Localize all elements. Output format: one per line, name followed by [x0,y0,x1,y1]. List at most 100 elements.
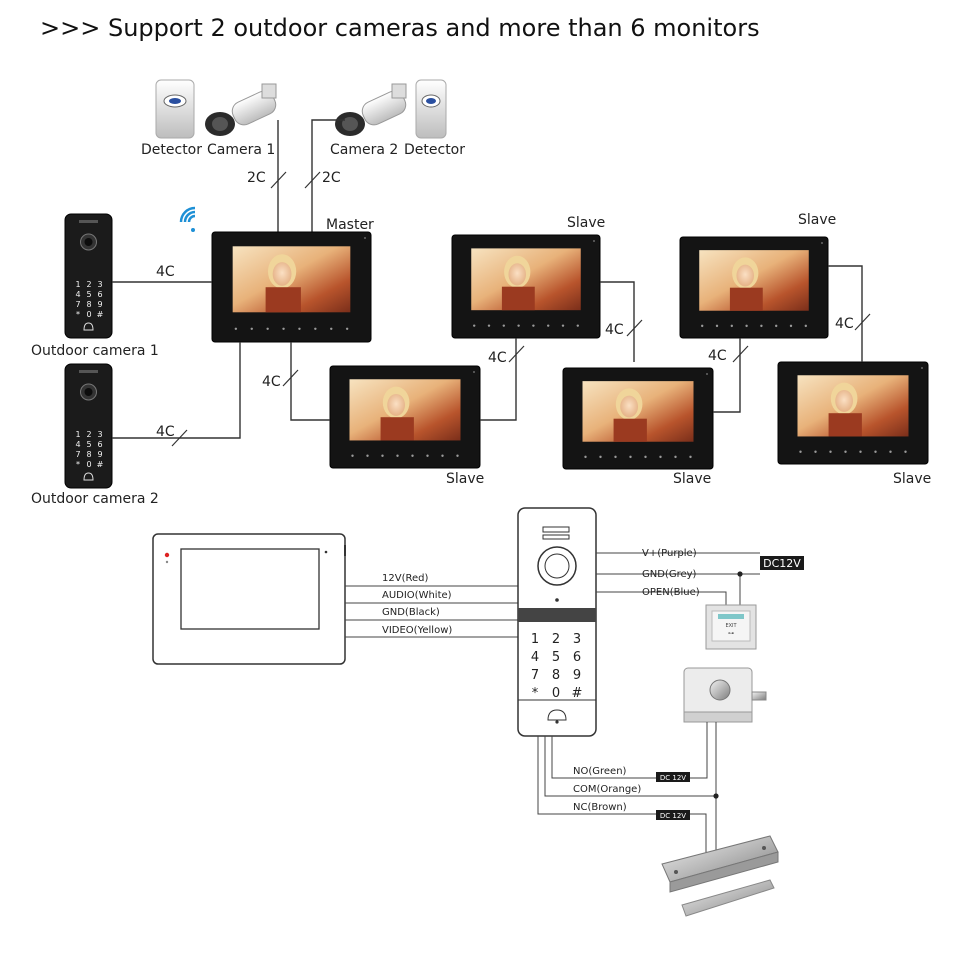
exit-button-icon: EXIT ⊶ [705,604,757,650]
keypad-key: 6 [573,650,581,665]
keypad-key: 1 [531,632,539,647]
cable-label-4c-5: 4C [835,316,854,332]
svg-text:⊶: ⊶ [728,630,734,637]
wire-orange [544,736,716,797]
keypad-key: 5 [552,650,560,665]
keypad-key: 2 [552,632,560,647]
wire-orange-label: COM(Orange) [573,784,641,795]
cable-label-4c-1: 4C [262,374,281,390]
camera2-icon [335,83,407,136]
cable-outdoor2-master [112,342,241,439]
wire-yellow-label: VIDEO(Yellow) [382,625,452,636]
monitor-slave2 [679,236,829,339]
dc12v-small-badge-1: DC 12V [656,772,690,782]
keypad-key: 6 [97,290,102,299]
wifi-icon [179,206,196,232]
cable-label-2c-a: 2C [247,170,266,186]
cable-label-4c-6: 4C [156,264,175,280]
keypad-key: 7 [75,450,80,459]
wire-purple-label: V+(Purple) [642,548,697,559]
svg-text:DC 12V: DC 12V [660,812,686,820]
cable-label-4c-2: 4C [488,350,507,366]
monitor-slave5-label: Slave [893,471,931,487]
keypad-key: 8 [86,450,91,459]
wire-blue-label: OPEN(Blue) [642,587,700,598]
monitor-slave5 [777,361,929,465]
keypad-key: 4 [75,290,80,299]
cable-slave1-slave4 [600,281,635,362]
keypad-key: 9 [573,668,581,683]
keypad-key: # [97,460,104,469]
keypad-key: * [532,686,539,701]
keypad-key: 3 [97,430,102,439]
cable-label-4c-7: 4C [156,424,175,440]
cable-slave3-slave1 [480,338,517,421]
keypad-key: 2 [86,280,91,289]
monitor-master [211,231,372,343]
bolt-lock-icon [683,667,767,723]
keypad-key: 4 [531,650,539,665]
keypad-key: 8 [86,300,91,309]
keypad-key: 9 [97,300,102,309]
monitor-slave4 [562,367,714,470]
monitor-slave4-label: Slave [673,471,711,487]
detector-right-icon [415,79,447,139]
keypad-key: 9 [97,450,102,459]
wire-grey-label: GND(Grey) [642,569,697,580]
keypad-key: 1 [75,430,80,439]
monitor-slave3 [329,365,481,469]
monitor-slave2-label: Slave [798,212,836,228]
wire-brown [537,736,707,860]
detector-left-icon [155,79,195,139]
camera1-icon [205,83,277,136]
svg-text:DC12V: DC12V [763,557,801,570]
outdoor-camera1-label: Outdoor camera 1 [31,343,159,359]
keypad-key: 8 [552,668,560,683]
cable-camera2 [311,119,345,232]
cable-label-4c-3: 4C [605,322,624,338]
keypad-key: * [76,460,80,469]
monitor-master-label: Master [326,217,374,233]
cable-master-slave3 [290,342,330,421]
wire-blue [596,591,727,606]
keypad-key: # [572,686,583,701]
wire-white-label: AUDIO(White) [382,590,452,601]
keypad-key: 3 [573,632,581,647]
svg-text:EXIT: EXIT [725,623,737,629]
keypad-key: 6 [97,440,102,449]
cable-mark-2c-a [270,171,287,189]
keypad-key: 0 [86,460,91,469]
camera2-label: Camera 2 [330,142,398,158]
keypad-key: * [76,310,80,319]
wire-black-label: GND(Black) [382,607,440,618]
monitor-slave1-label: Slave [567,215,605,231]
cable-slave4-slave2 [713,338,741,413]
cable-label-2c-b: 2C [322,170,341,186]
dc12v-small-badge-2: DC 12V [656,810,690,820]
keypad-key: 7 [531,668,539,683]
keypad-key: 4 [75,440,80,449]
indoor-monitor-white [152,533,346,665]
wire-green-label: NO(Green) [573,766,627,777]
keypad-key: 3 [97,280,102,289]
svg-text:DC 12V: DC 12V [660,774,686,782]
wire-brown-label: NC(Brown) [573,802,627,813]
wire-green [551,722,708,779]
detector-left-label: Detector [141,142,202,158]
wire-red-label: 12V(Red) [382,573,428,584]
keypad-key: 2 [86,430,91,439]
dc12v-badge: DC12V [760,556,804,570]
page-heading: >>> Support 2 outdoor cameras and more t… [40,14,760,42]
keypad-key: 7 [75,300,80,309]
keypad-key: 0 [552,686,560,701]
monitor-group [211,231,929,470]
keypad-key: 5 [86,290,91,299]
magnetic-lock-icon [661,835,779,917]
keypad-key: 0 [86,310,91,319]
cable-label-4c-4: 4C [708,348,727,364]
outdoor-unit-white [517,507,597,737]
